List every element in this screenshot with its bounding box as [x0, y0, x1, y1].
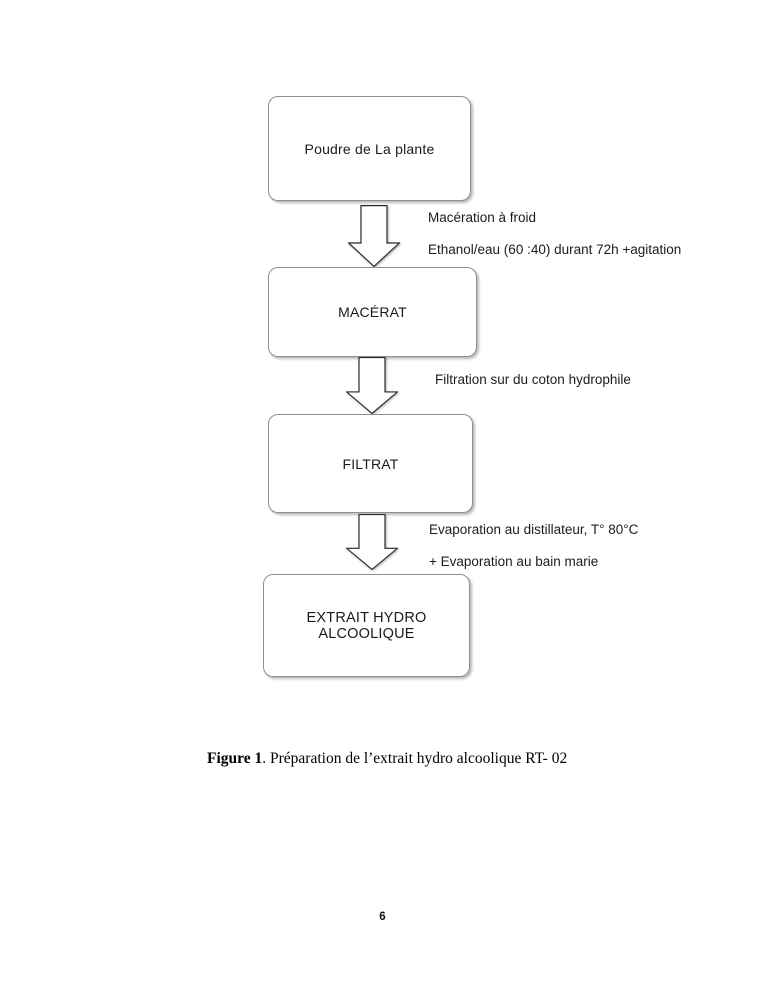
flow-box-label: FILTRAT [342, 455, 399, 472]
page-number: 6 [379, 911, 386, 923]
flow-box-macerat: MACÉRAT [268, 267, 477, 357]
annotation-filtration: Filtration sur du coton hydrophile [435, 372, 631, 387]
flow-box-label: Poudre de La plante [304, 140, 435, 157]
figure-caption-text: . Préparation de l’extrait hydro alcooli… [262, 750, 568, 767]
annotation-maceration: Macération à froid [428, 210, 537, 225]
annotation-evaporation-bain-marie: + Evaporation au bain marie [429, 554, 599, 569]
down-arrow-icon [346, 514, 398, 570]
figure-caption: Figure 1. Préparation de l’extrait hydro… [207, 750, 567, 768]
down-arrow-icon [348, 205, 400, 267]
annotation-evaporation-distillateur: Evaporation au distillateur, T° 80°C [429, 522, 639, 537]
figure-caption-label: Figure 1 [207, 750, 263, 767]
flow-box-filtrat: FILTRAT [268, 414, 473, 513]
flow-box-extrait: EXTRAIT HYDRO ALCOOLIQUE [263, 574, 470, 677]
flow-box-poudre: Poudre de La plante [268, 96, 471, 201]
flow-box-label: MACÉRAT [338, 304, 407, 320]
down-arrow-icon [346, 357, 398, 414]
annotation-ethanol: Ethanol/eau (60 :40) durant 72h +agitati… [428, 242, 682, 257]
flow-box-label: EXTRAIT HYDRO ALCOOLIQUE [306, 609, 427, 642]
